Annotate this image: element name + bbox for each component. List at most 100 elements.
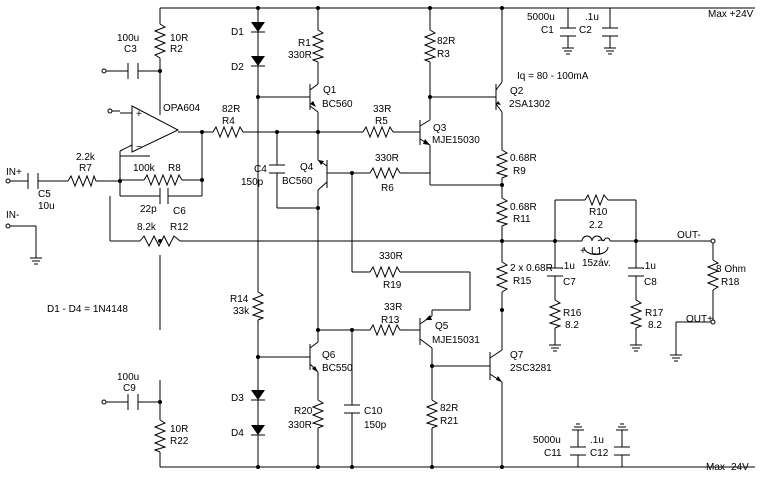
resistor-symbols	[67, 23, 720, 453]
svg-text:10u: 10u	[38, 201, 55, 212]
svg-text:82R: 82R	[222, 104, 240, 115]
ground-in	[30, 257, 42, 265]
ground-symbols	[30, 47, 682, 431]
r5-symbol	[362, 125, 394, 139]
svg-text:Q4: Q4	[300, 162, 314, 173]
svg-text:D3: D3	[231, 393, 244, 404]
d4-symbol	[251, 425, 265, 436]
diode-symbols	[251, 22, 265, 436]
c12-symbol	[614, 446, 630, 456]
svg-text:R18: R18	[721, 277, 740, 288]
svg-text:R13: R13	[381, 315, 400, 326]
c3-symbol	[127, 63, 139, 79]
r14-symbol	[251, 291, 265, 321]
svg-text:D2: D2	[231, 62, 244, 73]
svg-text:R7: R7	[79, 163, 92, 174]
ground-out	[670, 354, 682, 362]
svg-text:.1u: .1u	[642, 261, 656, 272]
r11-symbol	[495, 197, 509, 227]
svg-text:C10: C10	[364, 406, 383, 417]
svg-text:100u: 100u	[117, 33, 139, 44]
r16-symbol	[548, 299, 562, 329]
r1-symbol	[311, 29, 325, 63]
svg-text:Q2: Q2	[510, 86, 524, 97]
svg-text:R4: R4	[222, 116, 235, 127]
wiring	[8, 7, 755, 468]
svg-text:10R: 10R	[170, 424, 188, 435]
svg-text:8.2: 8.2	[648, 320, 662, 331]
labels: Max +24V Max -24V IN+ IN- OUT- OUT+ Iq =…	[6, 9, 754, 473]
svg-text:8.2: 8.2	[565, 320, 579, 331]
d1-symbol	[251, 22, 265, 33]
svg-text:150p: 150p	[241, 177, 264, 188]
ground-c11	[572, 423, 584, 431]
transistor-symbols	[300, 81, 503, 383]
r8-symbol	[143, 173, 183, 187]
r22-symbol	[153, 419, 167, 453]
svg-text:R9: R9	[513, 166, 526, 177]
svg-text:D4: D4	[231, 428, 244, 439]
svg-text:2.2: 2.2	[589, 220, 603, 231]
q4-symbol	[317, 159, 328, 191]
svg-text:330R: 330R	[288, 50, 312, 61]
svg-text:C4: C4	[254, 164, 267, 175]
svg-text:BC550: BC550	[322, 363, 353, 374]
ground-r17	[630, 344, 642, 352]
svg-text:C9: C9	[123, 383, 136, 394]
c11-symbol	[570, 446, 586, 456]
svg-text:2.2k: 2.2k	[76, 152, 96, 163]
c7-symbol	[547, 267, 563, 277]
svg-text:.1u: .1u	[590, 435, 604, 446]
svg-text:R17: R17	[645, 308, 664, 319]
svg-text:150p: 150p	[364, 420, 387, 431]
r12-symbol	[139, 234, 181, 248]
svg-text:R10: R10	[589, 207, 608, 218]
svg-text:R3: R3	[437, 49, 450, 60]
svg-text:R5: R5	[375, 116, 388, 127]
svg-text:Q5: Q5	[435, 321, 449, 332]
svg-text:R21: R21	[440, 416, 459, 427]
ground-c1	[562, 47, 574, 55]
r18-symbol	[706, 259, 720, 291]
c6-symbol	[159, 188, 169, 204]
svg-text:100u: 100u	[117, 372, 139, 383]
svg-text:2SA1302: 2SA1302	[509, 99, 551, 110]
r21-symbol	[425, 399, 439, 429]
diode-note: D1 - D4 = 1N4148	[47, 304, 128, 315]
svg-text:Q1: Q1	[323, 85, 337, 96]
svg-text:330R: 330R	[288, 420, 312, 431]
svg-text:22p: 22p	[140, 204, 157, 215]
svg-text:Q3: Q3	[433, 123, 447, 134]
svg-text:330R: 330R	[375, 153, 399, 164]
svg-text:R22: R22	[170, 436, 189, 447]
svg-text:R12: R12	[170, 222, 189, 233]
ground-c12	[616, 423, 628, 431]
rail-pos-label: Max +24V	[708, 9, 754, 20]
svg-text:R16: R16	[563, 308, 582, 319]
svg-text:R6: R6	[381, 183, 394, 194]
out-minus-terminal	[710, 238, 716, 244]
opamp-label: OPA604	[163, 103, 200, 114]
in-minus-terminal	[5, 223, 11, 229]
svg-text:R20: R20	[294, 406, 313, 417]
in-plus-terminal	[5, 178, 11, 184]
r13-symbol	[369, 323, 401, 337]
svg-text:+: +	[136, 109, 142, 120]
svg-text:100k: 100k	[133, 163, 156, 174]
svg-text:R15: R15	[513, 276, 532, 287]
q3-symbol	[419, 119, 431, 146]
svg-text:C2: C2	[579, 25, 592, 36]
c8-symbol	[628, 267, 644, 277]
r9-symbol	[495, 149, 509, 179]
terminals	[5, 68, 716, 405]
c1-symbol	[560, 27, 576, 37]
ground-r16	[549, 344, 561, 352]
c10-symbol	[344, 404, 360, 414]
d2-symbol	[251, 56, 265, 67]
svg-text:0.68R: 0.68R	[510, 202, 537, 213]
svg-text:BC560: BC560	[322, 99, 353, 110]
q5-symbol	[419, 310, 433, 349]
svg-text:33R: 33R	[384, 302, 402, 313]
svg-text:.1u: .1u	[561, 261, 575, 272]
